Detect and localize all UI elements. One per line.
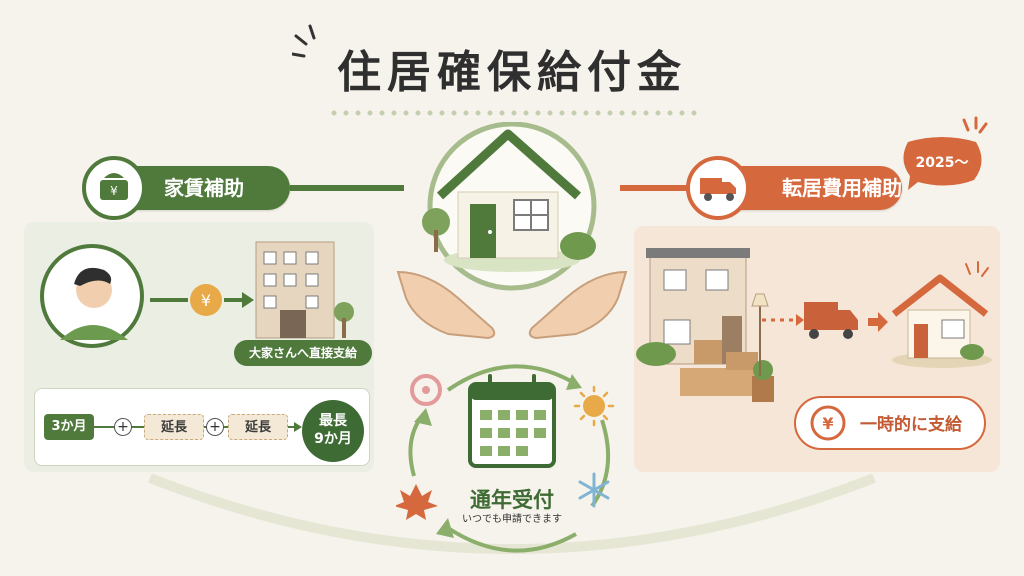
calendar-icon	[468, 374, 556, 468]
page-title: 住居確保給付金	[337, 47, 687, 98]
house-in-hands-illustration	[396, 122, 628, 340]
snowflake-icon	[578, 472, 610, 508]
svg-text:¥: ¥	[110, 184, 118, 198]
moving-truck-icon	[686, 156, 750, 220]
max-period-badge: 最長 9か月	[302, 400, 364, 462]
extension-chip-1: 延長	[144, 414, 204, 440]
maple-leaf-icon	[396, 484, 438, 520]
year-round-subtitle: いつでも申請できます	[462, 514, 562, 525]
max-period-line2: 9か月	[314, 431, 352, 447]
initial-period-chip: 3か月	[44, 414, 94, 440]
plus-icon: +	[114, 418, 132, 436]
svg-text:¥: ¥	[822, 414, 833, 433]
extension-chip-2: 延長	[228, 414, 288, 440]
sun-icon	[573, 385, 615, 427]
lump-sum-payment-pill: ¥	[794, 396, 986, 450]
seasonal-cycle-diagram	[396, 364, 615, 553]
landlord-direct-payment-label: 大家さんへ直接支給	[234, 340, 372, 366]
title-accent-marks	[292, 24, 316, 58]
apartment-building-icon	[255, 241, 354, 339]
moving-scene-illustration	[636, 248, 992, 402]
wallet-yen-icon: ¥	[82, 156, 146, 220]
year-badge-text: 2025〜	[915, 155, 969, 171]
title-dotted-underline	[331, 110, 709, 116]
lump-sum-payment-text: 一時的に支給	[860, 415, 962, 435]
payment-arrow: ¥	[150, 284, 254, 316]
tenant-person-illustration	[40, 244, 144, 348]
plus-icon: +	[206, 418, 224, 436]
moving-support-pill: 転居費用補助	[720, 166, 902, 210]
yen-coin-icon: ¥	[810, 405, 846, 441]
badge-accent-marks	[962, 116, 988, 134]
max-period-line1: 最長	[319, 413, 347, 429]
year-round-title: 通年受付	[470, 488, 554, 512]
year-speech-bubble	[903, 137, 982, 190]
yen-coin-icon: ¥	[201, 291, 211, 310]
cherry-blossom-icon	[410, 374, 442, 406]
